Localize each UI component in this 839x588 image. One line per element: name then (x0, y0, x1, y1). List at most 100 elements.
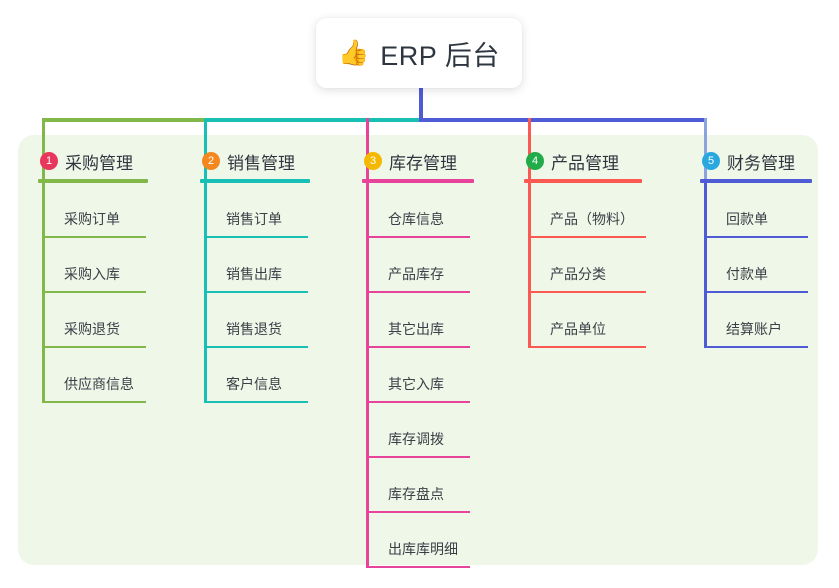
menu-item-underline (204, 346, 308, 348)
menu-item-label: 产品（物料） (550, 211, 634, 227)
category-items: 产品（物料） 产品分类产品单位 (524, 183, 674, 348)
menu-item-label: 客户信息 (226, 376, 282, 392)
category-title: 销售管理 (227, 153, 295, 173)
menu-item-label: 产品库存 (388, 266, 444, 282)
category-number-badge: 3 (364, 152, 382, 170)
menu-item-underline (366, 291, 470, 293)
menu-item[interactable]: 供应商信息 (38, 348, 188, 403)
connector-line (704, 118, 707, 179)
menu-item-label: 库存调拨 (388, 431, 444, 447)
category-column-4: 4 产品管理产品（物料） 产品分类产品单位 (524, 148, 674, 348)
connector-line (528, 118, 531, 179)
menu-item-label: 销售订单 (226, 211, 282, 227)
category-column-1: 1 采购管理采购订单采购入库采购退货供应商信息 (38, 148, 188, 403)
menu-item-underline (366, 236, 470, 238)
menu-item[interactable]: 客户信息 (200, 348, 350, 403)
category-underline (38, 179, 148, 183)
menu-item-label: 产品分类 (550, 266, 606, 282)
category-number-badge: 1 (40, 152, 58, 170)
menu-item[interactable]: 付款单 (700, 238, 839, 293)
menu-item-underline (528, 346, 646, 348)
category-items: 销售订单销售出库销售退货客户信息 (200, 183, 350, 403)
category-title: 采购管理 (65, 153, 133, 173)
category-number-badge: 5 (702, 152, 720, 170)
connector-line (204, 118, 207, 179)
menu-item[interactable]: 销售退货 (200, 293, 350, 348)
menu-item-underline (42, 291, 146, 293)
menu-item-label: 付款单 (726, 266, 768, 282)
connector-line (419, 118, 707, 122)
menu-item-underline (704, 291, 808, 293)
category-underline (200, 179, 310, 183)
menu-item-underline (366, 511, 470, 513)
connector-line (419, 88, 423, 122)
menu-item-underline (42, 236, 146, 238)
menu-item-label: 采购入库 (64, 266, 120, 282)
menu-item[interactable]: 其它入库 (362, 348, 512, 403)
connector-line (204, 118, 423, 122)
menu-item[interactable]: 采购退货 (38, 293, 188, 348)
menu-item[interactable]: 采购订单 (38, 183, 188, 238)
category-header-4[interactable]: 4 产品管理 (524, 148, 674, 174)
menu-item[interactable]: 销售出库 (200, 238, 350, 293)
connector-line (42, 118, 208, 122)
menu-item-underline (366, 401, 470, 403)
category-items: 回款单付款单结算账户 (700, 183, 839, 348)
menu-item-label: 其它入库 (388, 376, 444, 392)
menu-item-underline (204, 401, 308, 403)
menu-item-underline (366, 456, 470, 458)
menu-item-underline (366, 346, 470, 348)
root-node-title: ERP 后台 (380, 40, 500, 71)
root-node-erp-backend[interactable]: 👍 ERP 后台 (316, 18, 522, 88)
menu-item-label: 库存盘点 (388, 486, 444, 502)
menu-item-label: 结算账户 (726, 321, 782, 337)
menu-item[interactable]: 销售订单 (200, 183, 350, 238)
menu-item[interactable]: 产品（物料） (524, 183, 674, 238)
category-number-badge: 4 (526, 152, 544, 170)
menu-item[interactable]: 出库库明细 (362, 513, 512, 568)
category-title: 产品管理 (551, 153, 619, 173)
menu-item[interactable]: 结算账户 (700, 293, 839, 348)
diagram-panel (18, 135, 818, 565)
connector-line (366, 118, 369, 179)
menu-item[interactable]: 产品单位 (524, 293, 674, 348)
menu-item-underline (704, 346, 808, 348)
category-spine (204, 183, 207, 403)
menu-item-underline (366, 566, 470, 568)
menu-item[interactable]: 回款单 (700, 183, 839, 238)
category-spine (528, 183, 531, 348)
category-underline (524, 179, 642, 183)
menu-item-label: 采购退货 (64, 321, 120, 337)
menu-item-label: 销售退货 (226, 321, 282, 337)
category-spine (704, 183, 707, 348)
menu-item[interactable]: 采购入库 (38, 238, 188, 293)
menu-item-label: 销售出库 (226, 266, 282, 282)
menu-item[interactable]: 产品库存 (362, 238, 512, 293)
menu-item[interactable]: 其它出库 (362, 293, 512, 348)
menu-item[interactable]: 库存盘点 (362, 458, 512, 513)
menu-item-underline (528, 236, 646, 238)
menu-item-underline (704, 236, 808, 238)
thumbs-up-icon: 👍 (338, 38, 370, 67)
category-header-1[interactable]: 1 采购管理 (38, 148, 188, 174)
menu-item-underline (42, 401, 146, 403)
menu-item-underline (42, 346, 146, 348)
menu-item[interactable]: 库存调拨 (362, 403, 512, 458)
menu-item-label: 回款单 (726, 211, 768, 227)
category-underline (700, 179, 812, 183)
category-spine (366, 183, 369, 568)
menu-item-underline (204, 291, 308, 293)
menu-item-label: 其它出库 (388, 321, 444, 337)
connector-line (42, 118, 45, 179)
menu-item[interactable]: 产品分类 (524, 238, 674, 293)
menu-item-label: 产品单位 (550, 321, 606, 337)
menu-item-label: 供应商信息 (64, 376, 134, 392)
menu-item[interactable]: 仓库信息 (362, 183, 512, 238)
menu-item-underline (528, 291, 646, 293)
